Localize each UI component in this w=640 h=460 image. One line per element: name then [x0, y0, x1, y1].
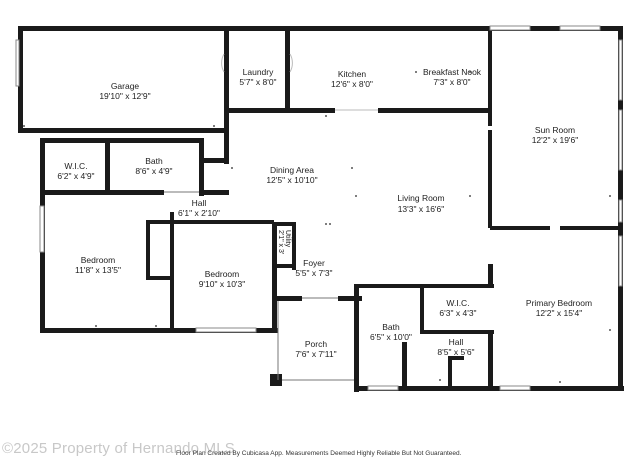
laundry-dims: 5'7" x 8'0": [239, 77, 276, 87]
wic-1-name: W.I.C.: [64, 161, 87, 171]
bath-2-name: Bath: [382, 322, 400, 332]
wic-2-dims: 6'3" x 4'3": [439, 308, 476, 318]
garage-name: Garage: [111, 81, 140, 91]
breakfast-nook-dims: 7'3" x 8'0": [433, 77, 470, 87]
porch-name: Porch: [305, 339, 327, 349]
hall-1-name: Hall: [192, 198, 207, 208]
hall-2-name: Hall: [449, 337, 464, 347]
primary-bedroom-name: Primary Bedroom: [526, 298, 592, 308]
foyer-dims: 5'5" x 7'3": [295, 268, 332, 278]
bedroom-1-dims: 11'8" x 13'5": [75, 265, 121, 275]
bath-1-dims: 8'6" x 4'9": [135, 166, 172, 176]
sun-room-dims: 12'2" x 19'6": [532, 135, 579, 145]
bedroom-1-name: Bedroom: [81, 255, 116, 265]
bath-2-dims: 6'5" x 10'0": [370, 332, 412, 342]
hall-2-dims: 8'5" x 5'6": [437, 347, 474, 357]
porch-dims: 7'6" x 7'11": [295, 349, 336, 359]
dimension-markers: [23, 71, 611, 383]
primary-bedroom-dims: 12'2" x 15'4": [536, 308, 583, 318]
foyer-name: Foyer: [303, 258, 325, 268]
floorplan-disclaimer: Floor Plan Created By Cubicasa App. Meas…: [176, 450, 462, 457]
bedroom-2-name: Bedroom: [205, 269, 240, 279]
utility-name: Utility: [284, 230, 291, 248]
bedroom-2-dims: 9'10" x 10'3": [199, 279, 246, 289]
fixtures: [15, 25, 623, 391]
wic-2-name: W.I.C.: [446, 298, 469, 308]
walls: [18, 26, 624, 392]
kitchen-name: Kitchen: [338, 69, 367, 79]
laundry-name: Laundry: [243, 67, 274, 77]
kitchen-dims: 12'6" x 8'0": [331, 79, 373, 89]
room-labels: Garage 19'10" x 12'9" Laundry 5'7" x 8'0…: [57, 67, 592, 359]
dining-area-name: Dining Area: [270, 165, 314, 175]
living-room-name: Living Room: [397, 193, 444, 203]
wic-1-dims: 6'2" x 4'9": [57, 171, 94, 181]
utility-dims: 2'1" x 3': [277, 230, 284, 254]
sun-room-name: Sun Room: [535, 125, 575, 135]
breakfast-nook-name: Breakfast Nook: [423, 67, 482, 77]
hall-1-dims: 6'1" x 2'10": [178, 208, 220, 218]
dining-area-dims: 12'5" x 10'10": [266, 175, 317, 185]
bath-1-name: Bath: [145, 156, 163, 166]
garage-dims: 19'10" x 12'9": [99, 91, 150, 101]
living-room-dims: 13'3" x 16'6": [398, 204, 445, 214]
copyright-watermark: ©2025 Property of Hernando MLS: [2, 440, 236, 457]
